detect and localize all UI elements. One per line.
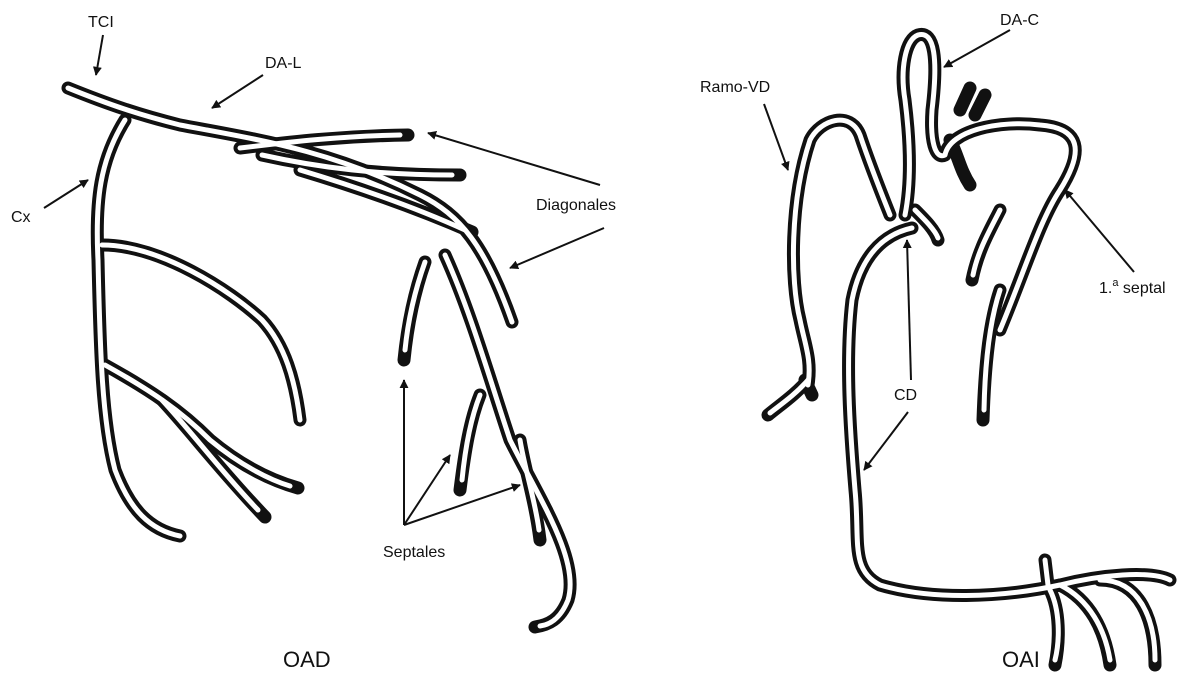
label-septales: Septales: [383, 544, 445, 561]
oai-arrows: [764, 30, 1134, 470]
rca-distal-branch-2: [1060, 585, 1110, 665]
caption-oai: OAI: [1002, 647, 1040, 672]
lad-vessel: [68, 88, 512, 322]
label-cx: Cx: [11, 209, 31, 226]
label-da-c: DA-C: [1000, 12, 1039, 29]
da-c-vessel: [903, 34, 1075, 330]
cd-arrow-1: [907, 240, 911, 380]
label-tci: TCI: [88, 14, 114, 31]
caption-oad: OAD: [283, 647, 331, 672]
oad-panel: TCI DA-L Cx Diagonales Septales OAD: [11, 14, 616, 672]
cx-arrow: [44, 180, 88, 208]
septales-arrow-2: [404, 455, 450, 525]
ramo-vd-arrow: [764, 104, 788, 170]
label-cd: CD: [894, 387, 917, 404]
first-septal-arrow: [1065, 190, 1134, 272]
label-ramo-vd: Ramo-VD: [700, 79, 770, 96]
cd-arrow-2: [864, 412, 908, 470]
circumflex-vessel: [97, 120, 180, 536]
label-da-l: DA-L: [265, 55, 302, 72]
da-c-small-branch-1: [960, 88, 970, 110]
da-c-arrow: [944, 30, 1010, 67]
oai-panel: DA-C Ramo-VD CD 1.a septal OAI: [700, 12, 1170, 672]
da-l-arrow: [212, 75, 263, 108]
da-c-small-branch-3: [950, 140, 970, 185]
first-septal-number: 1.: [1099, 280, 1112, 297]
label-diagonales: Diagonales: [536, 197, 616, 214]
label-first-septal: 1.a septal: [1099, 277, 1166, 297]
da-c-small-branch-2: [975, 95, 985, 115]
oad-vessel-outlines: [68, 88, 570, 627]
tci-arrow: [96, 35, 103, 75]
diagonales-arrow-2: [510, 228, 604, 268]
oai-vessel-outlines: [768, 34, 1170, 665]
first-septal-text: septal: [1118, 280, 1165, 297]
